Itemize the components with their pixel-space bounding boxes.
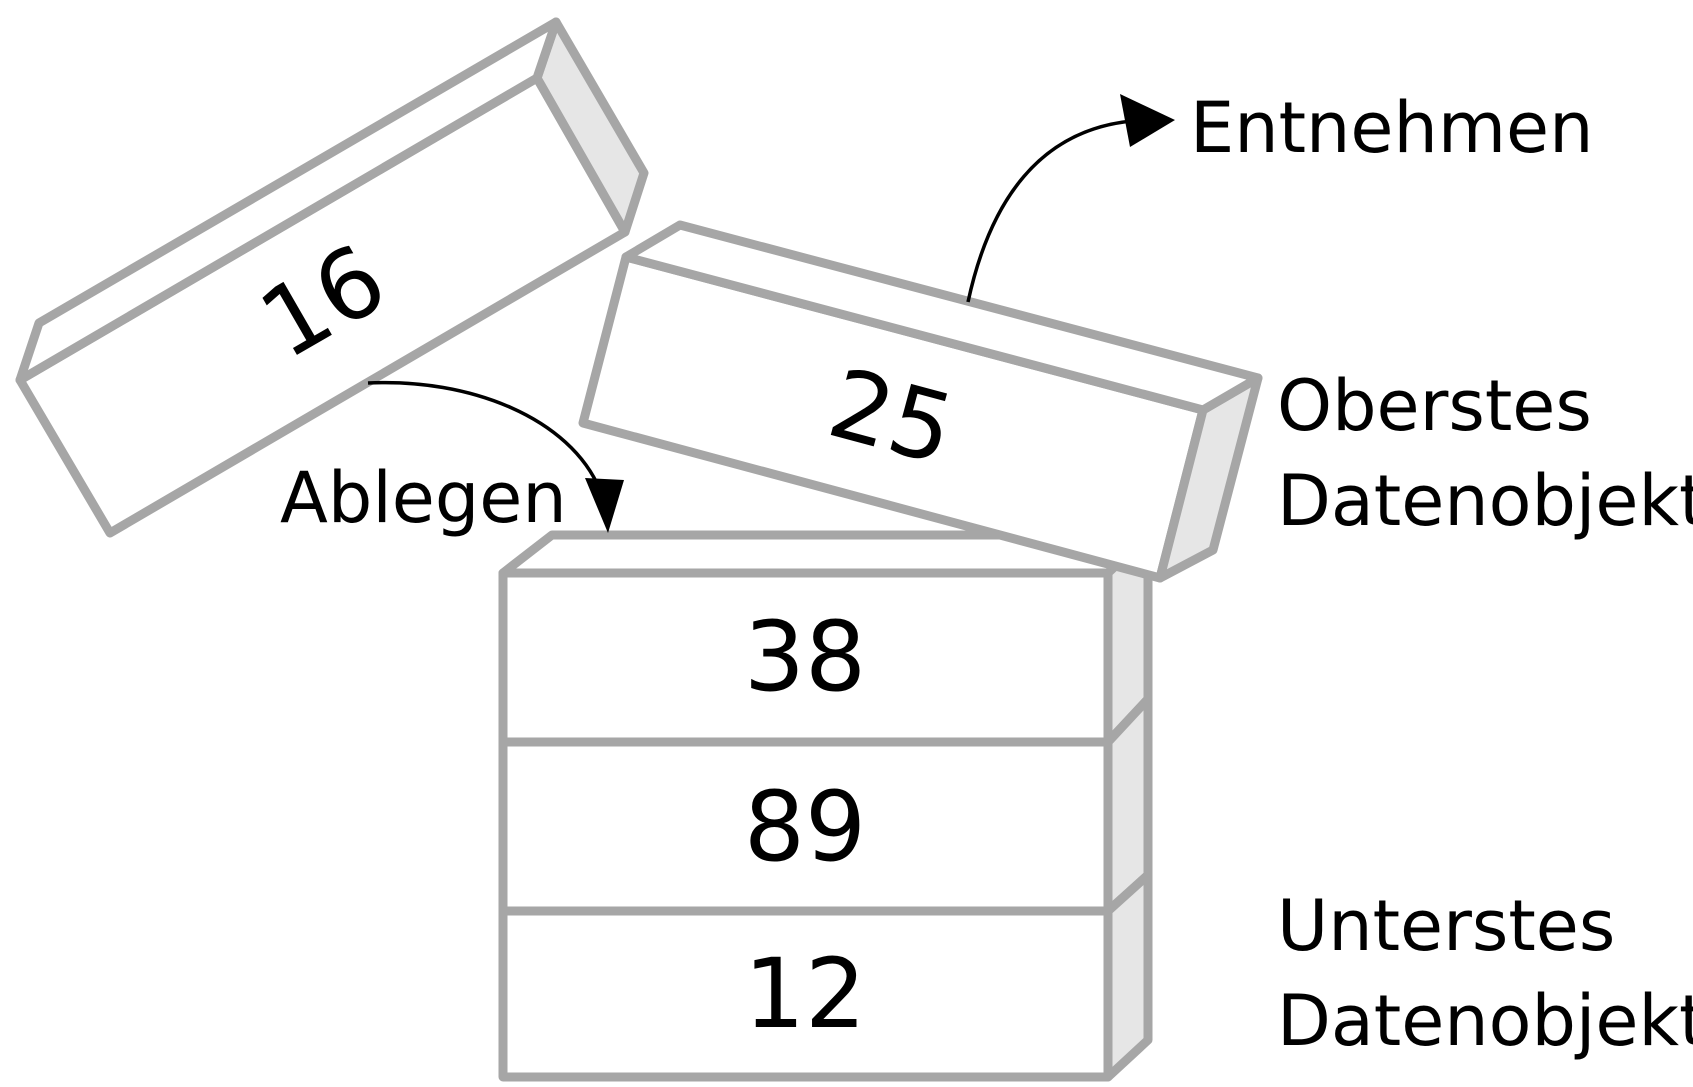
push-label: Ablegen xyxy=(280,457,567,539)
stack-side-panel xyxy=(1103,870,1153,1082)
stack-item-middle xyxy=(498,737,1113,916)
bottom-item-label-line2: Datenobjekt xyxy=(1277,980,1693,1062)
top-item-label-line2: Datenobjekt xyxy=(1277,460,1693,542)
stack-item-value: 38 xyxy=(744,601,866,713)
push-arrowhead xyxy=(585,478,624,533)
stack-item-value: 89 xyxy=(744,771,866,883)
popped-box: 25 xyxy=(578,220,1263,583)
push-arrow xyxy=(367,380,624,533)
top-item-label-line1: Oberstes xyxy=(1277,365,1592,447)
pop-arrow xyxy=(966,94,1175,303)
stack-item-value: 12 xyxy=(744,938,866,1050)
pop-label: Entnehmen xyxy=(1190,87,1593,169)
stack-item-bottom xyxy=(498,906,1113,1082)
pushed-box: 16 xyxy=(15,17,649,538)
stack: 38 89 12 xyxy=(498,530,1153,1082)
pop-arrowhead xyxy=(1120,94,1175,147)
bottom-item-label-line1: Unterstes xyxy=(1277,885,1615,967)
